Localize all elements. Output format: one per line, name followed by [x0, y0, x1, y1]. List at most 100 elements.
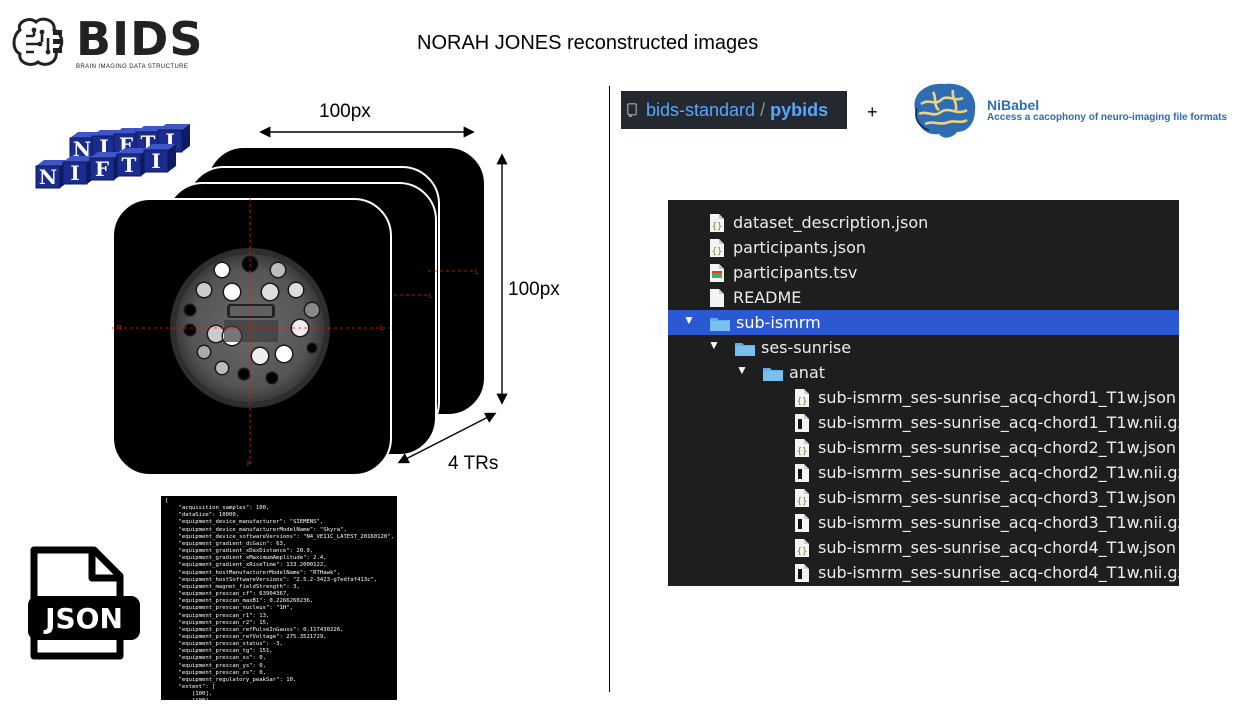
svg-text:N: N	[73, 137, 91, 161]
file-icon	[709, 288, 725, 313]
file-icon	[794, 513, 810, 538]
tree-item-label: participants.tsv	[733, 263, 858, 282]
tree-item-label: dataset_description.json	[733, 213, 929, 232]
bids-logo-text: BIDS	[76, 12, 204, 66]
page-title: NORAH JONES reconstructed images	[417, 32, 759, 54]
orientation-posterior: P	[247, 461, 252, 468]
repo-name-link[interactable]: pybids	[770, 99, 829, 120]
disclosure-triangle-icon[interactable]: ▼	[736, 363, 748, 377]
tree-file-row[interactable]: sub-ismrm_ses-sunrise_acq-chord4_T1w.nii…	[668, 560, 1179, 585]
file-icon	[794, 463, 810, 488]
tree-item-label: sub-ismrm_ses-sunrise_acq-chord4_T1w.jso…	[818, 538, 1177, 557]
tree-item-label: sub-ismrm	[736, 313, 821, 332]
svg-text:I: I	[70, 161, 79, 185]
depth-label: 4 TRs	[448, 453, 499, 474]
tree-folder-row[interactable]: ▼ anat	[668, 360, 1179, 385]
repo-org-link[interactable]: bids-standard	[646, 99, 756, 120]
tree-file-row[interactable]: {} sub-ismrm_ses-sunrise_acq-chord2_T1w.j…	[668, 435, 1179, 460]
svg-text:{}: {}	[797, 397, 808, 407]
rear-orientation-left-2: L	[429, 293, 433, 300]
nibabel-brain-icon	[914, 83, 976, 138]
phantom-vial	[276, 346, 292, 362]
phantom-vial	[267, 373, 277, 383]
svg-text:{}: {}	[797, 547, 808, 557]
phantom-vial	[271, 263, 285, 277]
tree-file-row[interactable]: participants.tsv	[668, 260, 1179, 285]
tree-item-label: sub-ismrm_ses-sunrise_acq-chord4_T1w.nii…	[818, 563, 1179, 582]
file-icon	[709, 263, 725, 288]
svg-text:T: T	[122, 153, 137, 177]
svg-text:I: I	[165, 129, 174, 153]
dimension-arrows	[259, 126, 508, 464]
phantom-vial	[185, 305, 195, 315]
tree-file-row[interactable]: {} sub-ismrm_ses-sunrise_acq-chord4_T1w.j…	[668, 535, 1179, 560]
folder-icon	[734, 340, 756, 362]
svg-text:N: N	[39, 165, 57, 189]
phantom-vial	[289, 283, 303, 297]
tree-item-label: ses-sunrise	[761, 338, 852, 357]
phantom-vial	[224, 284, 240, 300]
bids-logo-subtitle: BRAIN IMAGING DATA STRUCTURE	[76, 64, 189, 70]
tree-item-label: sub-ismrm_ses-sunrise_acq-chord1_T1w.jso…	[818, 388, 1177, 407]
json-icon-label: JSON	[43, 602, 123, 635]
nibabel-title: NiBabel	[987, 97, 1040, 113]
phantom-vial	[308, 344, 316, 352]
tree-item-label: anat	[789, 363, 826, 382]
bids-logo: BIDS BRAIN IMAGING DATA STRUCTURE	[10, 14, 203, 72]
json-sidecar-text: { "acquisition_samples": 100, "dataSize"…	[165, 498, 395, 700]
rear-frame-markers: L L	[394, 269, 479, 300]
svg-text:{}: {}	[712, 222, 723, 232]
height-label: 100px	[508, 279, 560, 300]
phantom-vial	[198, 346, 210, 358]
phantom-vial	[216, 362, 228, 374]
tree-item-label: sub-ismrm_ses-sunrise_acq-chord2_T1w.jso…	[818, 438, 1177, 457]
phantom-vial	[262, 284, 278, 300]
phantom-vial	[185, 325, 195, 335]
tree-item-label: sub-ismrm_ses-sunrise_acq-chord3_T1w.jso…	[818, 488, 1177, 507]
phantom-vial	[208, 326, 224, 342]
pybids-repo-badge[interactable]: bids-standard / pybids	[621, 91, 847, 129]
mri-phantom-slice: R L P	[112, 198, 390, 468]
tree-item-label: README	[733, 288, 802, 307]
tree-file-row[interactable]: sub-ismrm_ses-sunrise_acq-chord2_T1w.nii…	[668, 460, 1179, 485]
tree-file-row[interactable]: {} sub-ismrm_ses-sunrise_acq-chord3_T1w.j…	[668, 485, 1179, 510]
phantom-vial	[197, 283, 211, 297]
nibabel-tagline: Access a cacophony of neuro-imaging file…	[987, 112, 1228, 123]
tree-file-row[interactable]: {} sub-ismrm_ses-sunrise_acq-chord1_T1w.j…	[668, 385, 1179, 410]
nifti-cube-bottom: I	[143, 144, 176, 173]
file-icon: {}	[794, 538, 810, 563]
tree-folder-row[interactable]: ▼ ses-sunrise	[668, 335, 1179, 360]
json-sidecar-terminal: { "acquisition_samples": 100, "dataSize"…	[161, 496, 397, 700]
svg-text:{}: {}	[797, 497, 808, 507]
repo-separator: /	[760, 99, 766, 120]
tree-file-row[interactable]: README	[668, 285, 1179, 310]
file-icon	[794, 563, 810, 586]
tree-item-label: sub-ismrm_ses-sunrise_acq-chord3_T1w.nii…	[818, 513, 1179, 532]
vertical-divider	[609, 86, 610, 692]
rear-orientation-left-1: L	[475, 269, 479, 276]
file-icon: {}	[794, 488, 810, 513]
tree-file-row[interactable]: {} dataset_description.json	[668, 210, 1179, 235]
tree-item-label: sub-ismrm_ses-sunrise_acq-chord1_T1w.nii…	[818, 413, 1179, 432]
depth-arrow	[397, 412, 497, 464]
phantom-vial	[252, 348, 268, 364]
svg-text:{}: {}	[797, 447, 808, 457]
disclosure-triangle-icon[interactable]: ▼	[708, 338, 720, 352]
folder-icon	[762, 365, 784, 387]
disclosure-triangle-icon[interactable]: ▼	[683, 313, 695, 327]
tree-file-row[interactable]: sub-ismrm_ses-sunrise_acq-chord3_T1w.nii…	[668, 510, 1179, 535]
phantom-vial	[215, 263, 229, 277]
tree-file-row[interactable]: {}participants.json	[668, 235, 1179, 260]
phantom-vial	[305, 303, 319, 317]
tree-file-row[interactable]: sub-ismrm_ses-sunrise_acq-chord1_T1w.nii…	[668, 410, 1179, 435]
file-tree: {}dataset_description.json{}participants…	[668, 200, 1179, 586]
brain-circuit-icon	[12, 17, 64, 66]
tree-folder-row[interactable]: ▼ sub-ismrm	[668, 310, 1179, 335]
svg-text:I: I	[151, 149, 160, 173]
orientation-right: R	[117, 325, 122, 332]
orientation-left: L	[380, 325, 384, 332]
file-icon	[794, 413, 810, 438]
plus-sign: +	[867, 102, 878, 122]
svg-text:F: F	[95, 157, 109, 181]
